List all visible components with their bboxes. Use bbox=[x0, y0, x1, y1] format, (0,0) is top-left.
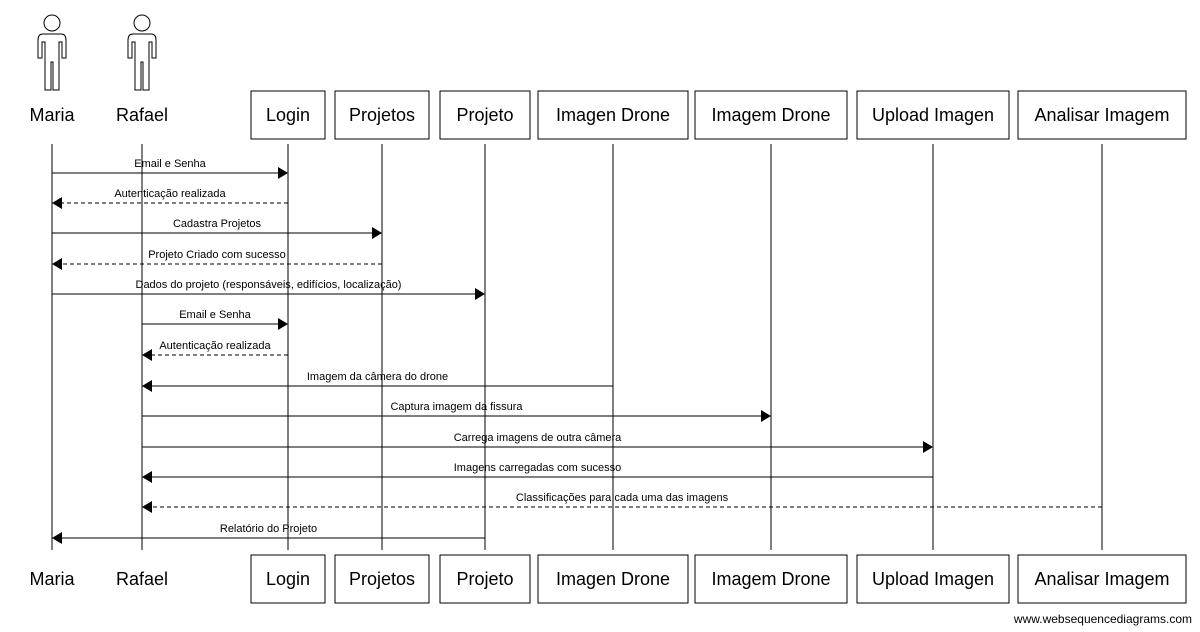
participant-label-login-bottom: Login bbox=[266, 569, 310, 589]
participant-box-login-top bbox=[250, 90, 326, 140]
participant-label-maria-top: Maria bbox=[29, 105, 75, 125]
message: Dados do projeto (responsáveis, edifício… bbox=[52, 279, 485, 300]
message-label: Classificações para cada uma das imagens bbox=[516, 492, 729, 504]
message-label: Captura imagem da fissura bbox=[390, 401, 523, 413]
participant-box-upload-imagen-top bbox=[856, 90, 1010, 140]
participant-box-imagem-drone-top bbox=[694, 90, 848, 140]
participant-box-projetos-top bbox=[334, 90, 430, 140]
participant-box-imagem-drone-bottom bbox=[694, 554, 848, 604]
participant-label-analisar-imagem-top: Analisar Imagem bbox=[1034, 105, 1169, 125]
message: Cadastra Projetos bbox=[52, 218, 382, 239]
participant-label-upload-imagen-top: Upload Imagen bbox=[872, 105, 994, 125]
participant-box-analisar-imagem-bottom bbox=[1017, 554, 1187, 604]
message-label: Email e Senha bbox=[179, 309, 251, 321]
participant-label-analisar-imagem-bottom: Analisar Imagem bbox=[1034, 569, 1169, 589]
participants-bottom: Maria Rafael Login Projetos Projeto Imagen Dr… bbox=[29, 554, 1187, 604]
participant-box-imagen-drone-top bbox=[537, 90, 689, 140]
participant-label-imagem-drone-top: Imagem Drone bbox=[711, 105, 830, 125]
message: Autenticação realizada bbox=[52, 188, 288, 209]
participant-label-projeto-top: Projeto bbox=[456, 105, 513, 125]
participant-label-rafael-bottom: Rafael bbox=[116, 569, 168, 589]
participant-label-upload-imagen-bottom: Upload Imagen bbox=[872, 569, 994, 589]
message-label: Carrega imagens de outra câmera bbox=[454, 432, 622, 444]
message-label: Autenticação realizada bbox=[159, 340, 271, 352]
participant-box-projeto-top bbox=[439, 90, 531, 140]
participant-label-maria-bottom: Maria bbox=[29, 569, 75, 589]
actor-icon bbox=[127, 14, 157, 91]
footer-credit[interactable]: www.websequencediagrams.com bbox=[1013, 612, 1192, 626]
message-label: Cadastra Projetos bbox=[173, 218, 262, 230]
participants-top: Maria Rafael Login Projetos Projeto Imagen Dr… bbox=[29, 14, 1187, 140]
participant-label-rafael-top: Rafael bbox=[116, 105, 168, 125]
participant-box-imagen-drone-bottom bbox=[537, 554, 689, 604]
message-label: Dados do projeto (responsáveis, edifício… bbox=[136, 279, 402, 291]
participant-label-imagem-drone-bottom: Imagem Drone bbox=[711, 569, 830, 589]
message-label: Email e Senha bbox=[134, 158, 206, 170]
message-label: Projeto Criado com sucesso bbox=[148, 249, 286, 261]
participant-label-projetos-top: Projetos bbox=[349, 105, 415, 125]
message-label: Imagem da câmera do drone bbox=[307, 371, 448, 383]
participant-label-projeto-bottom: Projeto bbox=[456, 569, 513, 589]
lifelines bbox=[51, 144, 1103, 550]
participant-box-projeto-bottom bbox=[439, 554, 531, 604]
participant-box-analisar-imagem-top bbox=[1017, 90, 1187, 140]
message: Captura imagem da fissura bbox=[142, 401, 771, 422]
message: Classificações para cada uma das imagens bbox=[142, 492, 1102, 513]
participant-label-projetos-bottom: Projetos bbox=[349, 569, 415, 589]
actor-icon bbox=[37, 14, 67, 91]
message: Imagem da câmera do drone bbox=[142, 371, 613, 392]
participant-label-imagen-drone-top: Imagen Drone bbox=[556, 105, 670, 125]
message: Email e Senha bbox=[52, 158, 288, 179]
participant-label-imagen-drone-bottom: Imagen Drone bbox=[556, 569, 670, 589]
message: Carrega imagens de outra câmera bbox=[142, 432, 933, 453]
message-label: Relatório do Projeto bbox=[220, 523, 317, 535]
message: Imagens carregadas com sucesso bbox=[142, 462, 933, 483]
message: Autenticação realizada bbox=[142, 340, 288, 361]
message: Projeto Criado com sucesso bbox=[52, 249, 382, 270]
participant-box-login-bottom bbox=[250, 554, 326, 604]
participant-label-login-top: Login bbox=[266, 105, 310, 125]
message: Relatório do Projeto bbox=[52, 523, 485, 544]
message-label: Autenticação realizada bbox=[114, 188, 226, 200]
participant-box-projetos-bottom bbox=[334, 554, 430, 604]
message-label: Imagens carregadas com sucesso bbox=[454, 462, 622, 474]
message: Email e Senha bbox=[142, 309, 288, 330]
participant-box-upload-imagen-bottom bbox=[856, 554, 1010, 604]
